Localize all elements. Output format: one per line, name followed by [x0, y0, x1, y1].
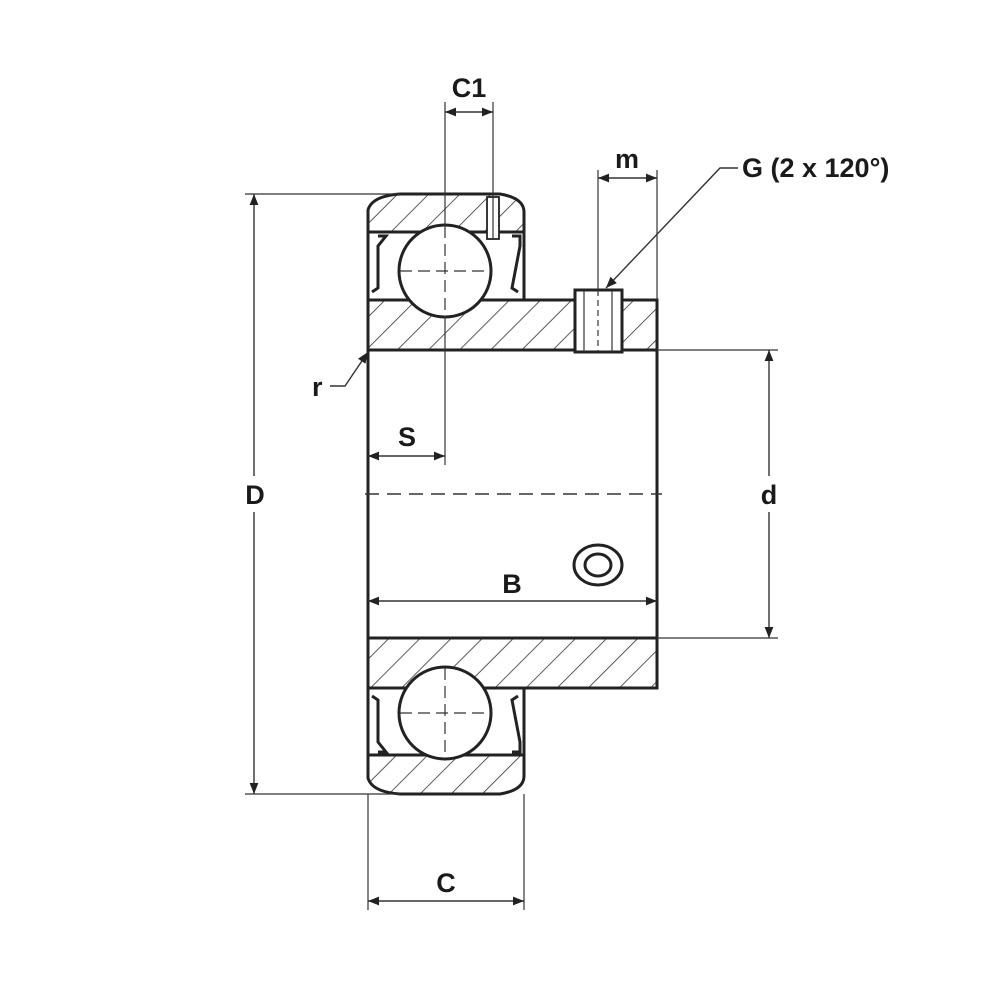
dimension-c1 [444, 102, 494, 226]
lube-hole [486, 196, 500, 240]
inner-ring-top [366, 298, 659, 352]
dimension-m [597, 170, 658, 300]
label-d-outer: D [245, 480, 265, 510]
label-d-bore: d [761, 480, 778, 510]
screw-hole-front [572, 543, 624, 587]
dimension-s [368, 316, 446, 465]
label-m: m [615, 144, 639, 174]
ball-top [397, 223, 493, 319]
label-b: B [502, 569, 522, 599]
ball-bottom [397, 665, 493, 761]
label-d-bore-bg [754, 476, 784, 512]
outer-ring-bottom [366, 753, 526, 796]
leader-r [330, 351, 369, 387]
leader-g [605, 167, 738, 289]
label-g: G (2 x 120°) [742, 153, 889, 183]
label-s: S [398, 422, 416, 452]
seals [371, 234, 522, 754]
label-d-outer-bg [240, 476, 270, 512]
label-c: C [436, 868, 456, 898]
dimension-c [367, 794, 525, 910]
set-screw [573, 288, 624, 354]
label-c1: C1 [452, 73, 487, 103]
outer-ring-top [366, 192, 526, 234]
label-r: r [312, 372, 323, 402]
